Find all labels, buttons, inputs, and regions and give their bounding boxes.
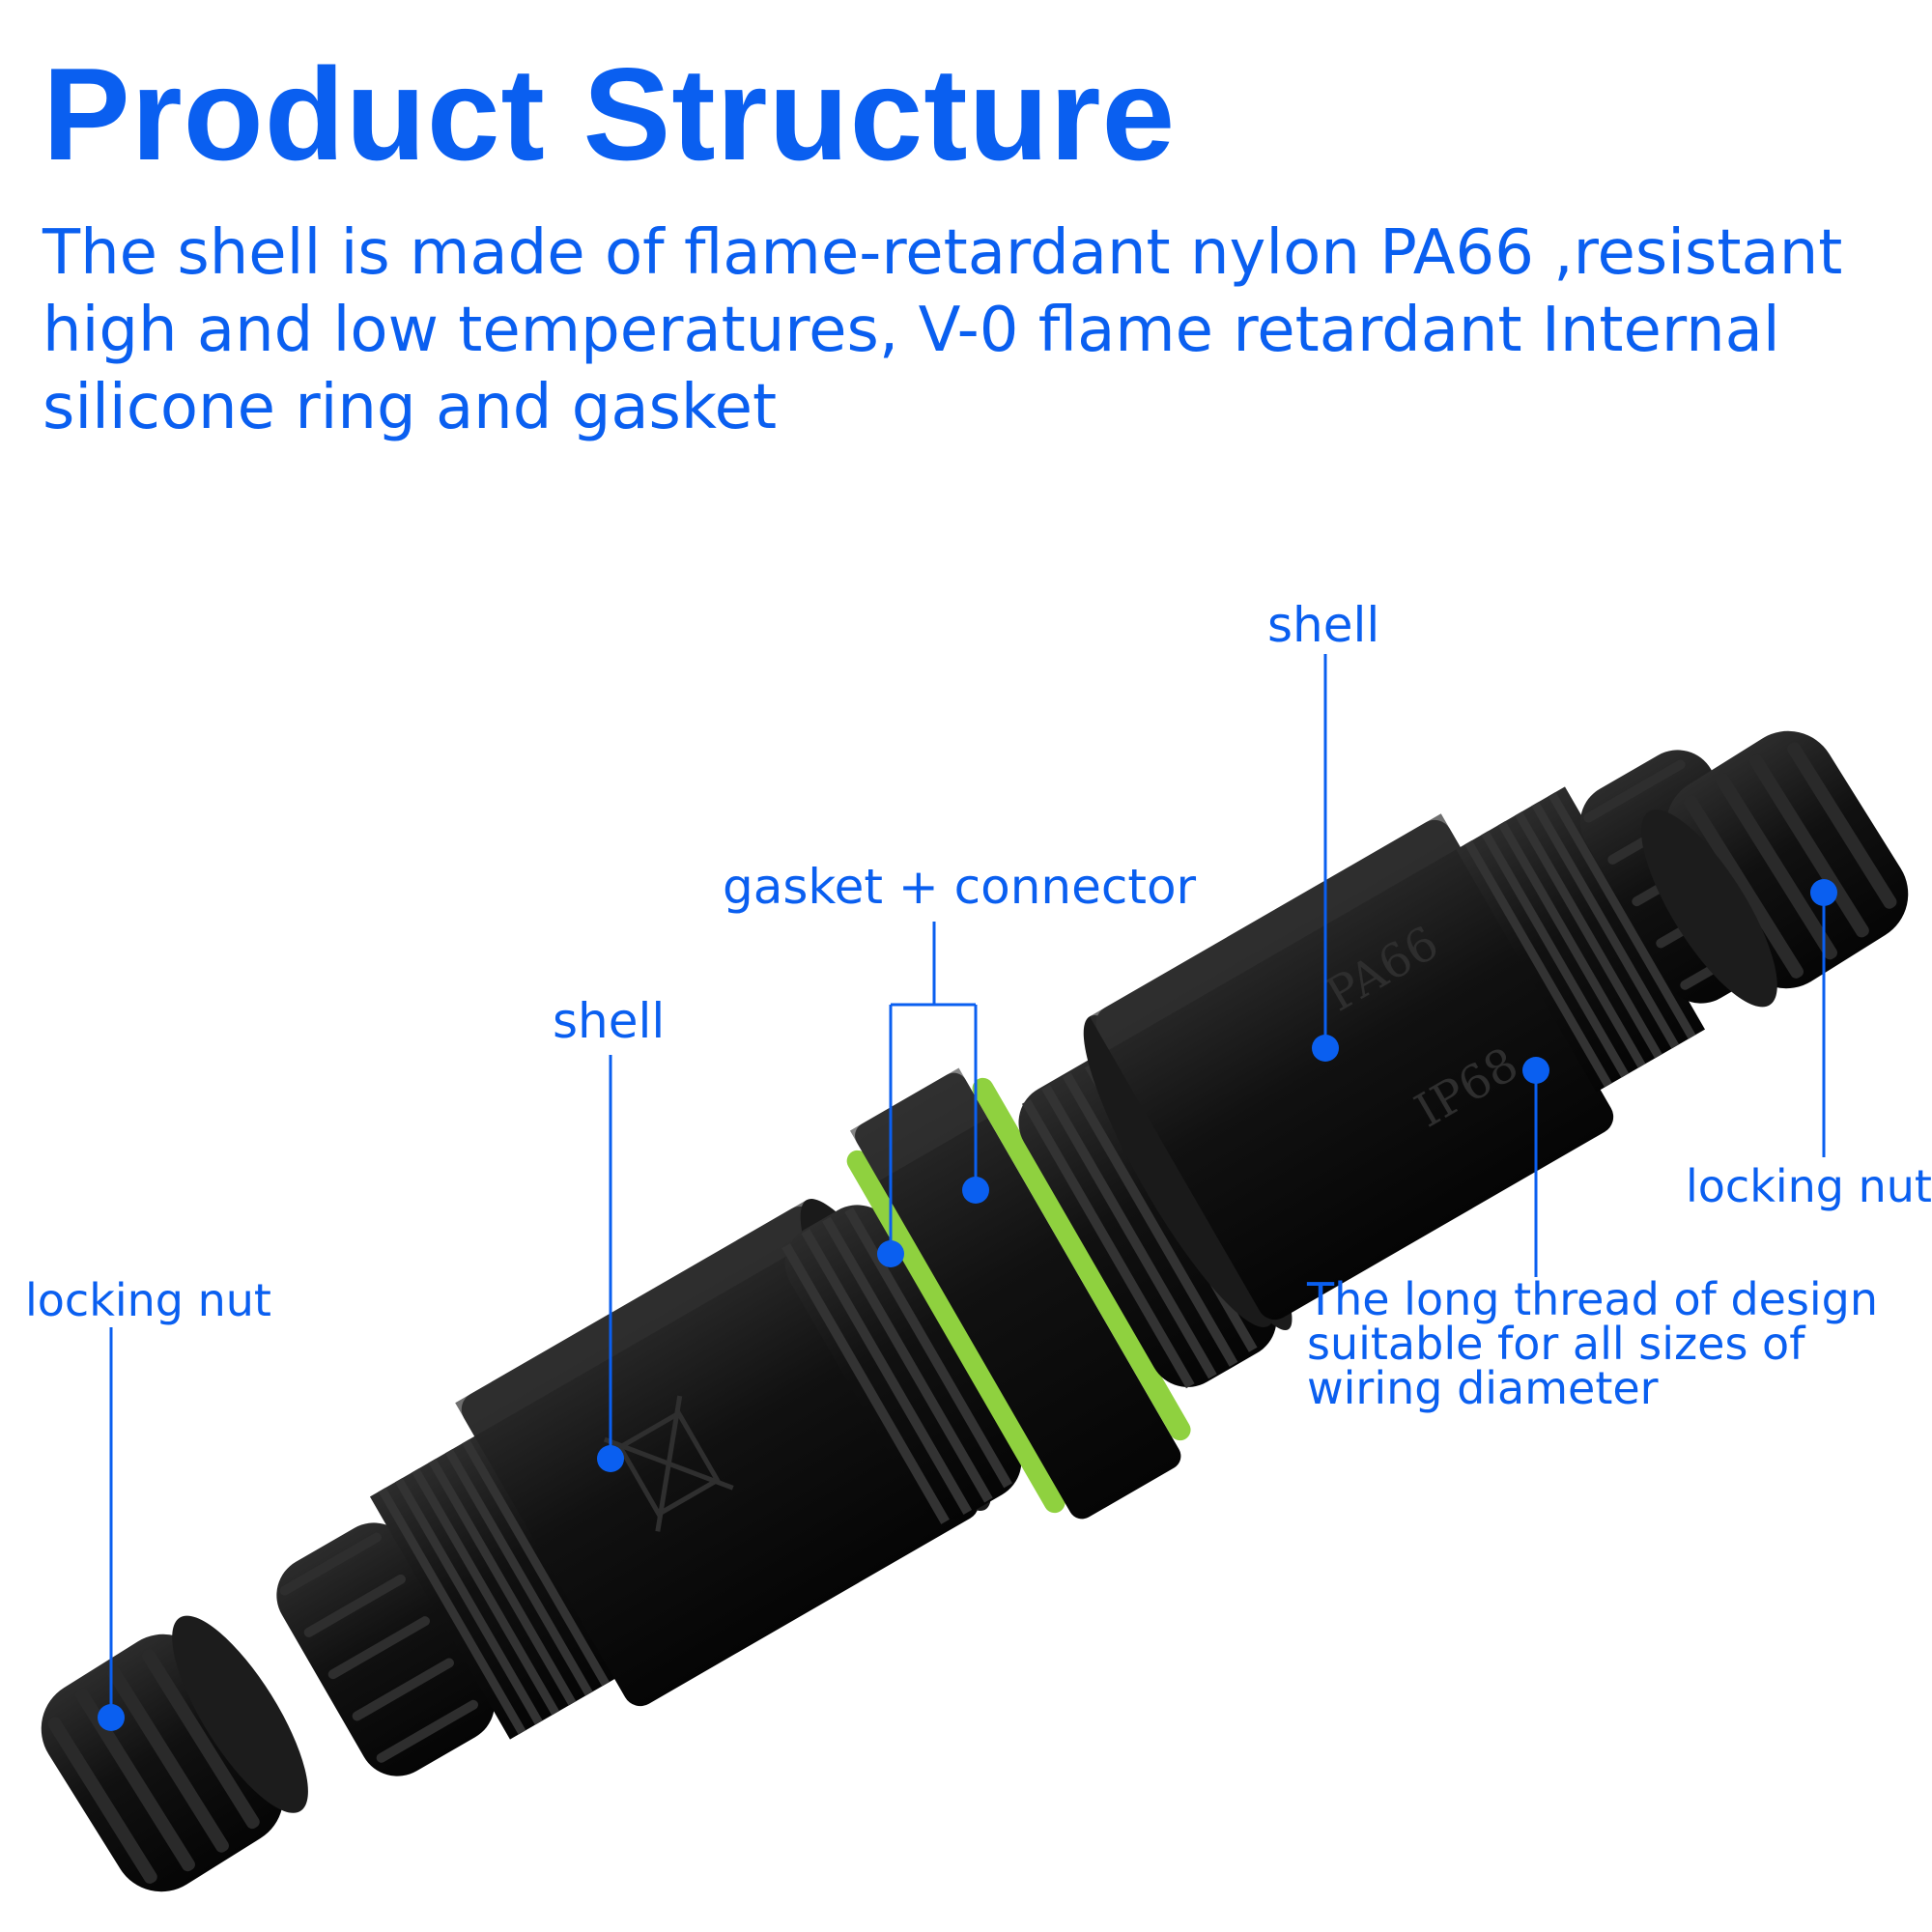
thread-note-line-1: The long thread of design bbox=[1307, 1273, 1879, 1325]
label-locking-nut-right: locking nut bbox=[1686, 1160, 1932, 1212]
label-shell-right: shell bbox=[1267, 597, 1380, 653]
label-shell-left: shell bbox=[553, 993, 666, 1049]
thread-note-line-2: suitable for all sizes of bbox=[1307, 1318, 1805, 1370]
right-gasket bbox=[972, 1077, 1191, 1441]
left-locking-nut bbox=[41, 1615, 308, 1892]
center-connector bbox=[781, 1044, 1293, 1524]
callout-lines bbox=[109, 654, 1826, 1718]
thread-note-line-3: wiring diameter bbox=[1307, 1362, 1659, 1414]
label-locking-nut-left: locking nut bbox=[25, 1274, 271, 1326]
page-title: Product Structure bbox=[43, 41, 1177, 187]
thread-note: The long thread of design suitable for a… bbox=[1307, 1277, 1925, 1410]
product-description: The shell is made of flame-retardant nyl… bbox=[43, 217, 1843, 443]
label-gasket-connector: gasket + connector bbox=[723, 859, 1197, 915]
left-gasket bbox=[846, 1150, 1065, 1514]
right-locking-nut bbox=[1641, 730, 1909, 1008]
callout-dots bbox=[98, 879, 1837, 1731]
